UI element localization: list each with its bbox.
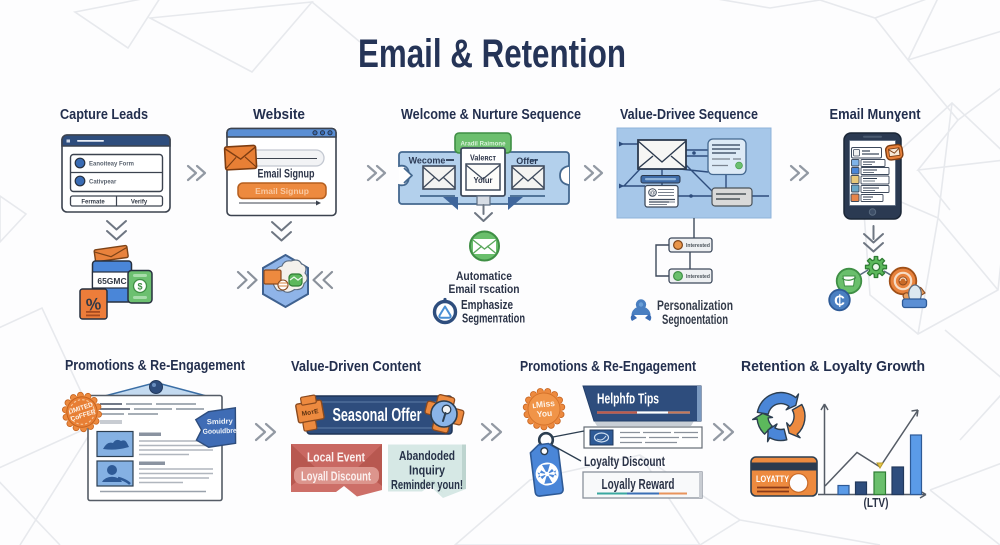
svg-text:Email Signup: Email Signup bbox=[255, 186, 309, 196]
svg-text:Eanoiteay Form: Eanoiteay Form bbox=[89, 162, 134, 168]
svg-text:Interested: Interested bbox=[686, 274, 710, 280]
svg-text:Aradil Raimone: Aradil Raimone bbox=[461, 141, 506, 148]
svg-text:%: % bbox=[85, 294, 102, 314]
svg-text:Welcome & Nurture Sequence: Welcome & Nurture Sequence bbox=[401, 107, 581, 123]
svg-text:LOYATTY: LOYATTY bbox=[756, 474, 789, 484]
svg-text:Retention & Loyalty Growth: Retention & Loyalty Growth bbox=[741, 358, 925, 375]
svg-text:Capture Leads: Capture Leads bbox=[60, 107, 148, 123]
svg-text:Abandoded: Abandoded bbox=[399, 448, 455, 463]
svg-text:Promotions & Re-Engagement: Promotions & Re-Engagement bbox=[65, 357, 245, 374]
svg-text:Verify: Verify bbox=[131, 200, 148, 206]
svg-text:Goouldbre: Goouldbre bbox=[202, 426, 236, 436]
svg-text:Cativpear: Cativpear bbox=[89, 180, 117, 186]
svg-text:Email ᴛѕcation: Email ᴛѕcation bbox=[449, 282, 520, 296]
svg-text:65GMC: 65GMC bbox=[97, 276, 126, 286]
svg-text:Value-Driven Content: Value-Driven Content bbox=[291, 358, 421, 375]
svg-text:Reminder youn!: Reminder youn! bbox=[391, 477, 463, 492]
svg-text:@: @ bbox=[649, 191, 655, 197]
svg-text:(LTV): (LTV) bbox=[864, 496, 889, 510]
svg-text:Seasonal Offer: Seasonal Offer bbox=[333, 405, 422, 425]
svg-text:Loyalty Discount: Loyalty Discount bbox=[584, 454, 665, 469]
svg-text:Offer: Offer bbox=[516, 156, 538, 166]
svg-text:Interested: Interested bbox=[686, 243, 710, 249]
svg-text:Email & Retention: Email & Retention bbox=[358, 32, 626, 76]
svg-text:Local Event: Local Event bbox=[307, 450, 366, 465]
svg-text:Personalization: Personalization bbox=[657, 298, 733, 313]
svg-text:Promotions & Re-Engagement: Promotions & Re-Engagement bbox=[520, 358, 696, 375]
svg-text:Website: Website bbox=[253, 107, 305, 123]
svg-text:Email Munɣent: Email Munɣent bbox=[830, 107, 921, 123]
svg-text:Wecome: Wecome bbox=[409, 156, 446, 166]
svg-text:Inquiry: Inquiry bbox=[409, 463, 446, 478]
svg-text:Email Signup: Email Signup bbox=[258, 169, 315, 181]
svg-text:Fermate: Fermate bbox=[81, 200, 105, 206]
svg-text:Smidry: Smidry bbox=[207, 416, 233, 426]
svg-text:Emphasize: Emphasize bbox=[461, 298, 513, 312]
svg-text:MᴏᴛE: MᴏᴛE bbox=[301, 408, 320, 418]
svg-text:Loyally Reward: Loyally Reward bbox=[602, 477, 675, 493]
svg-text:You: You bbox=[536, 408, 552, 420]
svg-text:Segmenᴛation: Segmenᴛation bbox=[462, 312, 525, 326]
svg-text:$: $ bbox=[137, 282, 142, 292]
svg-text:Helphfᴅ Tips: Helphfᴅ Tips bbox=[597, 392, 659, 408]
svg-text:Segnᴏentation: Segnᴏentation bbox=[662, 312, 728, 327]
svg-text:₵: ₵ bbox=[834, 293, 845, 310]
svg-text:Yolur: Yolur bbox=[474, 175, 494, 185]
svg-text:Valeʀᴄᴛ: Valeʀᴄᴛ bbox=[470, 153, 496, 163]
svg-text:Automatice: Automatice bbox=[456, 269, 512, 283]
svg-text:ʟMiss: ʟMiss bbox=[532, 398, 556, 410]
svg-text:Loyall Discount: Loyall Discount bbox=[301, 469, 371, 484]
svg-text:Value-Drivee Sequence: Value-Drivee Sequence bbox=[620, 107, 758, 123]
